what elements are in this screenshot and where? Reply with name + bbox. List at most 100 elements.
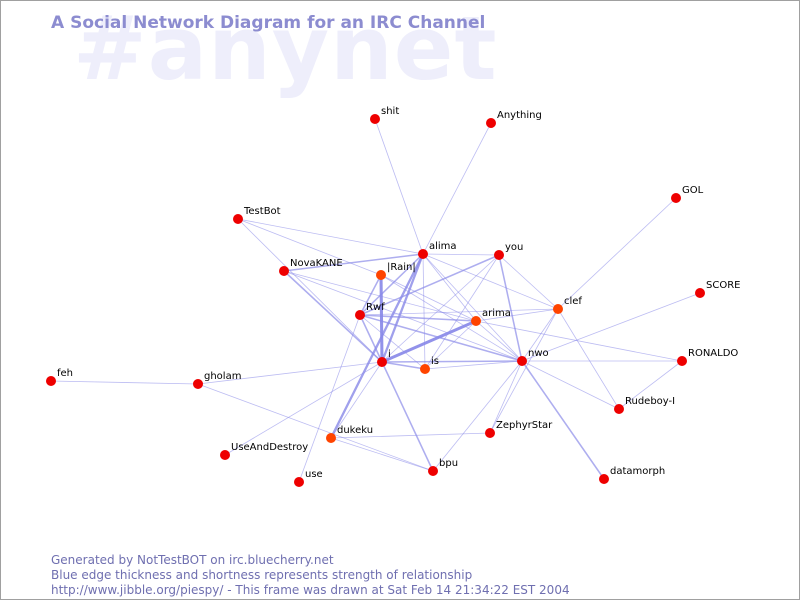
edge-novakane-alima bbox=[283, 253, 424, 272]
node-dot-rwf bbox=[355, 310, 365, 320]
node-gholam: gholam bbox=[193, 371, 241, 389]
node-bpu: bpu bbox=[428, 458, 458, 476]
footer: Generated by NotTestBOT on irc.bluecherr… bbox=[51, 553, 570, 598]
node-label-anything: Anything bbox=[497, 110, 542, 121]
edge-feh-gholam bbox=[50, 380, 199, 385]
edge-i-bpu bbox=[381, 361, 434, 472]
edge-gholam-bpu bbox=[197, 383, 434, 472]
node-label-you: you bbox=[505, 242, 523, 253]
node-novakane: NovaKANE bbox=[279, 258, 343, 276]
node-alima: alima bbox=[418, 241, 457, 259]
node-dukeku: dukeku bbox=[326, 425, 373, 443]
node-dot-dukeku bbox=[326, 433, 336, 443]
edge-dukeku-bpu bbox=[330, 437, 434, 472]
edge-i-useanddestroy bbox=[224, 361, 383, 456]
node-dot-is bbox=[420, 364, 430, 374]
edge-testbot-rainl bbox=[237, 218, 382, 276]
edge-rwf-is bbox=[359, 314, 426, 370]
edge-alima-arima bbox=[422, 253, 477, 322]
node-label-datamorph: datamorph bbox=[610, 466, 665, 477]
node-dot-nwo bbox=[517, 356, 527, 366]
edge-rainl-arima bbox=[380, 274, 477, 322]
edge-rudeboy-ronaldo bbox=[618, 360, 683, 410]
edge-i-nwo bbox=[381, 360, 523, 363]
node-rudeboy: Rudeboy-I bbox=[614, 396, 675, 414]
node-i: i bbox=[377, 349, 391, 367]
node-score: SCORE bbox=[695, 280, 740, 298]
edge-testbot-i bbox=[237, 218, 383, 363]
edge-you-rwf bbox=[359, 254, 500, 316]
edge-alima-clef bbox=[422, 253, 559, 310]
node-label-gholam: gholam bbox=[204, 371, 241, 382]
node-dot-feh bbox=[46, 376, 56, 386]
edge-arima-nwo bbox=[475, 320, 523, 362]
node-dot-rainl bbox=[376, 270, 386, 280]
node-dot-datamorph bbox=[599, 474, 609, 484]
node-anything: Anything bbox=[486, 110, 542, 128]
node-dot-bpu bbox=[428, 466, 438, 476]
footer-generated: Generated by NotTestBOT on irc.bluecherr… bbox=[51, 553, 334, 567]
node-label-nwo: nwo bbox=[528, 348, 549, 359]
edge-alima-i bbox=[380, 253, 425, 363]
edge-nwo-rudeboy bbox=[521, 360, 620, 410]
node-rwf: Rwf bbox=[355, 302, 385, 320]
edge-i-is bbox=[381, 361, 426, 370]
node-dot-testbot bbox=[233, 214, 243, 224]
node-dot-you bbox=[494, 250, 504, 260]
edge-rwf-clef bbox=[359, 308, 559, 316]
node-dot-novakane bbox=[279, 266, 289, 276]
node-zephyrstar: ZephyrStar bbox=[485, 420, 553, 438]
channel-watermark: #anynet bbox=[73, 0, 498, 100]
edge-arima-clef bbox=[475, 308, 559, 322]
node-dot-rudeboy bbox=[614, 404, 624, 414]
edge-novakane-i bbox=[283, 270, 383, 363]
edge-rainl-rwf bbox=[359, 274, 382, 316]
edge-testbot-alima bbox=[237, 218, 424, 255]
node-label-arima: arima bbox=[482, 308, 511, 319]
edge-shit-alima bbox=[374, 118, 424, 255]
node-dot-anything bbox=[486, 118, 496, 128]
edge-anything-alima bbox=[422, 122, 492, 255]
edge-i-dukeku bbox=[330, 361, 383, 439]
footer-legend: Blue edge thickness and shortness repres… bbox=[51, 568, 473, 582]
node-dot-i bbox=[377, 357, 387, 367]
node-rainl: |Rain| bbox=[376, 262, 416, 280]
node-label-rwf: Rwf bbox=[366, 302, 385, 313]
node-dot-zephyrstar bbox=[485, 428, 495, 438]
node-label-testbot: TestBot bbox=[243, 206, 281, 217]
node-you: you bbox=[494, 242, 523, 260]
edge-you-nwo bbox=[498, 254, 523, 362]
diagram-title: A Social Network Diagram for an IRC Chan… bbox=[51, 13, 486, 33]
node-label-feh: feh bbox=[57, 368, 73, 379]
node-is: is bbox=[420, 356, 439, 374]
node-dot-ronaldo bbox=[677, 356, 687, 366]
edge-alima-you bbox=[422, 253, 500, 256]
node-dot-arima bbox=[471, 316, 481, 326]
node-ronaldo: RONALDO bbox=[677, 348, 738, 366]
node-use: use bbox=[294, 469, 323, 487]
node-dot-gholam bbox=[193, 379, 203, 389]
node-label-clef: clef bbox=[564, 296, 582, 307]
node-shit: shit bbox=[370, 106, 399, 124]
edge-nwo-zephyrstar bbox=[489, 360, 523, 434]
edge-alima-is bbox=[422, 253, 426, 370]
edge-rwf-arima bbox=[359, 314, 477, 322]
edge-rainl-i bbox=[379, 274, 384, 363]
edge-rainl-nwo bbox=[380, 274, 523, 362]
node-nwo: nwo bbox=[517, 348, 549, 366]
footer-link[interactable]: http://www.jibble.org/piespy/ - This fra… bbox=[51, 583, 570, 597]
edge-clef-zephyrstar bbox=[489, 308, 559, 434]
node-dot-alima bbox=[418, 249, 428, 259]
node-dot-useanddestroy bbox=[220, 450, 230, 460]
node-label-ronaldo: RONALDO bbox=[688, 348, 738, 359]
edge-alima-rwf bbox=[359, 253, 424, 316]
node-label-alima: alima bbox=[429, 241, 457, 252]
node-label-zephyrstar: ZephyrStar bbox=[496, 420, 553, 431]
edge-gol-clef bbox=[557, 197, 677, 310]
node-clef: clef bbox=[553, 296, 582, 314]
node-label-use: use bbox=[305, 469, 323, 480]
edge-novakane-nwo bbox=[283, 270, 523, 362]
node-dot-use bbox=[294, 477, 304, 487]
edge-nwo-datamorph bbox=[521, 360, 605, 480]
